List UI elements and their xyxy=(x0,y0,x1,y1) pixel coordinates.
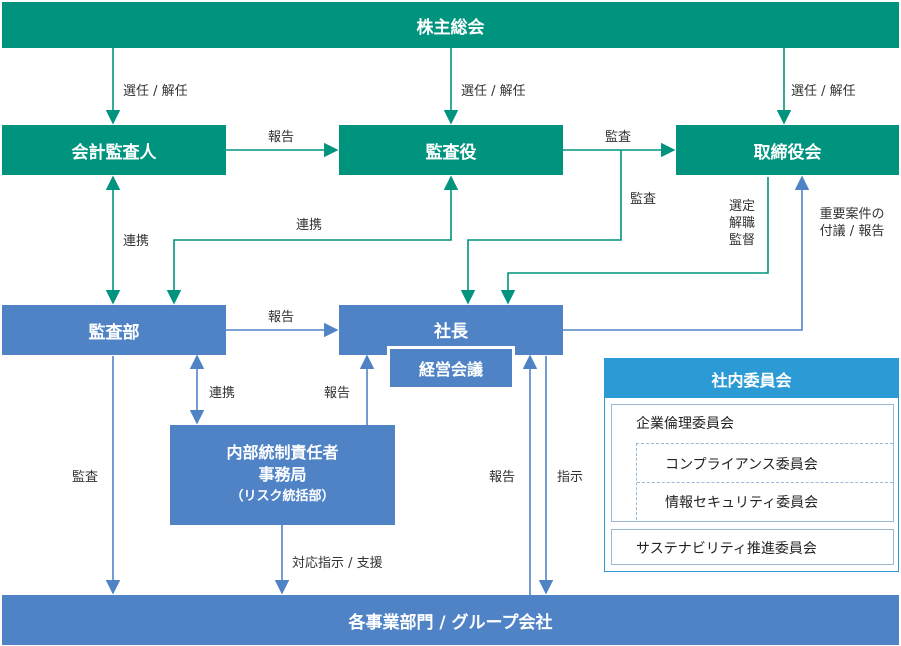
arrow-president-board xyxy=(563,175,810,331)
board-box: 取締役会 xyxy=(676,125,899,175)
sustainability-committee-box: サステナビリティ推進委員会 xyxy=(611,529,894,565)
committee-item-ethics: 企業倫理委員会 xyxy=(636,416,734,432)
label-report-ic-president: 報告 xyxy=(324,386,351,401)
internal-control-line3: （リスク統括部） xyxy=(230,489,335,504)
committee-item-compliance: コンプライアンス委員会 xyxy=(665,457,818,473)
internal-committee-title: 社内委員会 xyxy=(605,359,898,398)
label-audit-board: 監査 xyxy=(604,130,632,145)
label-elect-auditor: 選任 / 解任 xyxy=(461,84,526,99)
internal-control-box: 内部統制責任者 事務局 （リスク統括部） xyxy=(170,425,395,525)
label-president-board-1: 重要案件の xyxy=(819,207,885,222)
auditor-box: 監査役 xyxy=(339,125,563,175)
committee-item-infosec: 情報セキュリティ委員会 xyxy=(665,495,819,511)
internal-committee-panel: 社内委員会 企業倫理委員会 コンプライアンス委員会 情報セキュリティ委員会 サス… xyxy=(604,358,899,572)
label-audit-group: 監査 xyxy=(72,470,99,485)
board-label: 取締役会 xyxy=(753,142,822,163)
arrow-liaison-auditor-audit xyxy=(166,175,459,305)
label-board-president-1: 選定 xyxy=(728,199,755,214)
audit-dept-label: 監査部 xyxy=(88,322,140,343)
label-board-president-2: 解職 xyxy=(728,216,755,231)
internal-control-line2: 事務局 xyxy=(258,465,307,484)
label-president-board: 重要案件の 付議 / 報告 xyxy=(806,206,898,240)
label-president-board-2: 付議 / 報告 xyxy=(819,224,885,239)
accounting-auditor-label: 会計監査人 xyxy=(71,142,157,163)
label-liaison-audit-ic: 連携 xyxy=(209,386,236,401)
label-report-group-president: 報告 xyxy=(489,470,516,485)
label-report-audit-president: 報告 xyxy=(267,310,295,325)
label-liaison-ca-audit: 連携 xyxy=(123,234,150,249)
shareholders-meeting-box: 株主総会 xyxy=(2,2,899,48)
label-instruct-group: 指示 xyxy=(557,470,584,485)
shareholders-meeting-label: 株主総会 xyxy=(416,17,485,38)
sub-committee-group: コンプライアンス委員会 情報セキュリティ委員会 xyxy=(636,443,893,520)
auditor-label: 監査役 xyxy=(425,142,477,163)
label-liaison-auditor-audit: 連携 xyxy=(296,218,323,233)
sub-committee-divider xyxy=(637,482,893,483)
committee-item-sustainability: サステナビリティ推進委員会 xyxy=(636,541,817,557)
label-report-ca-auditor: 報告 xyxy=(267,130,295,145)
accounting-auditor-box: 会計監査人 xyxy=(2,125,226,175)
label-audit-president: 監査 xyxy=(630,192,657,207)
arrow-board-president xyxy=(500,177,769,305)
label-support-group: 対応指示 / 支援 xyxy=(292,556,383,571)
internal-control-line1: 内部統制責任者 xyxy=(226,443,339,462)
audit-dept-box: 監査部 xyxy=(2,305,226,355)
label-elect-board: 選任 / 解任 xyxy=(791,84,856,99)
management-meeting-box: 経営会議 xyxy=(387,346,515,390)
label-board-president: 選定 解職 監督 xyxy=(722,198,762,249)
arrow-audit-president xyxy=(460,150,622,305)
label-board-president-3: 監督 xyxy=(728,233,755,248)
group-companies-box: 各事業部門 / グループ会社 xyxy=(2,595,899,645)
ethics-committee-group: 企業倫理委員会 コンプライアンス委員会 情報セキュリティ委員会 xyxy=(611,404,894,522)
management-meeting-label: 経営会議 xyxy=(418,360,483,379)
group-companies-label: 各事業部門 / グループ会社 xyxy=(348,612,553,633)
label-elect-ca: 選任 / 解任 xyxy=(123,84,188,99)
president-label: 社長 xyxy=(434,322,468,342)
